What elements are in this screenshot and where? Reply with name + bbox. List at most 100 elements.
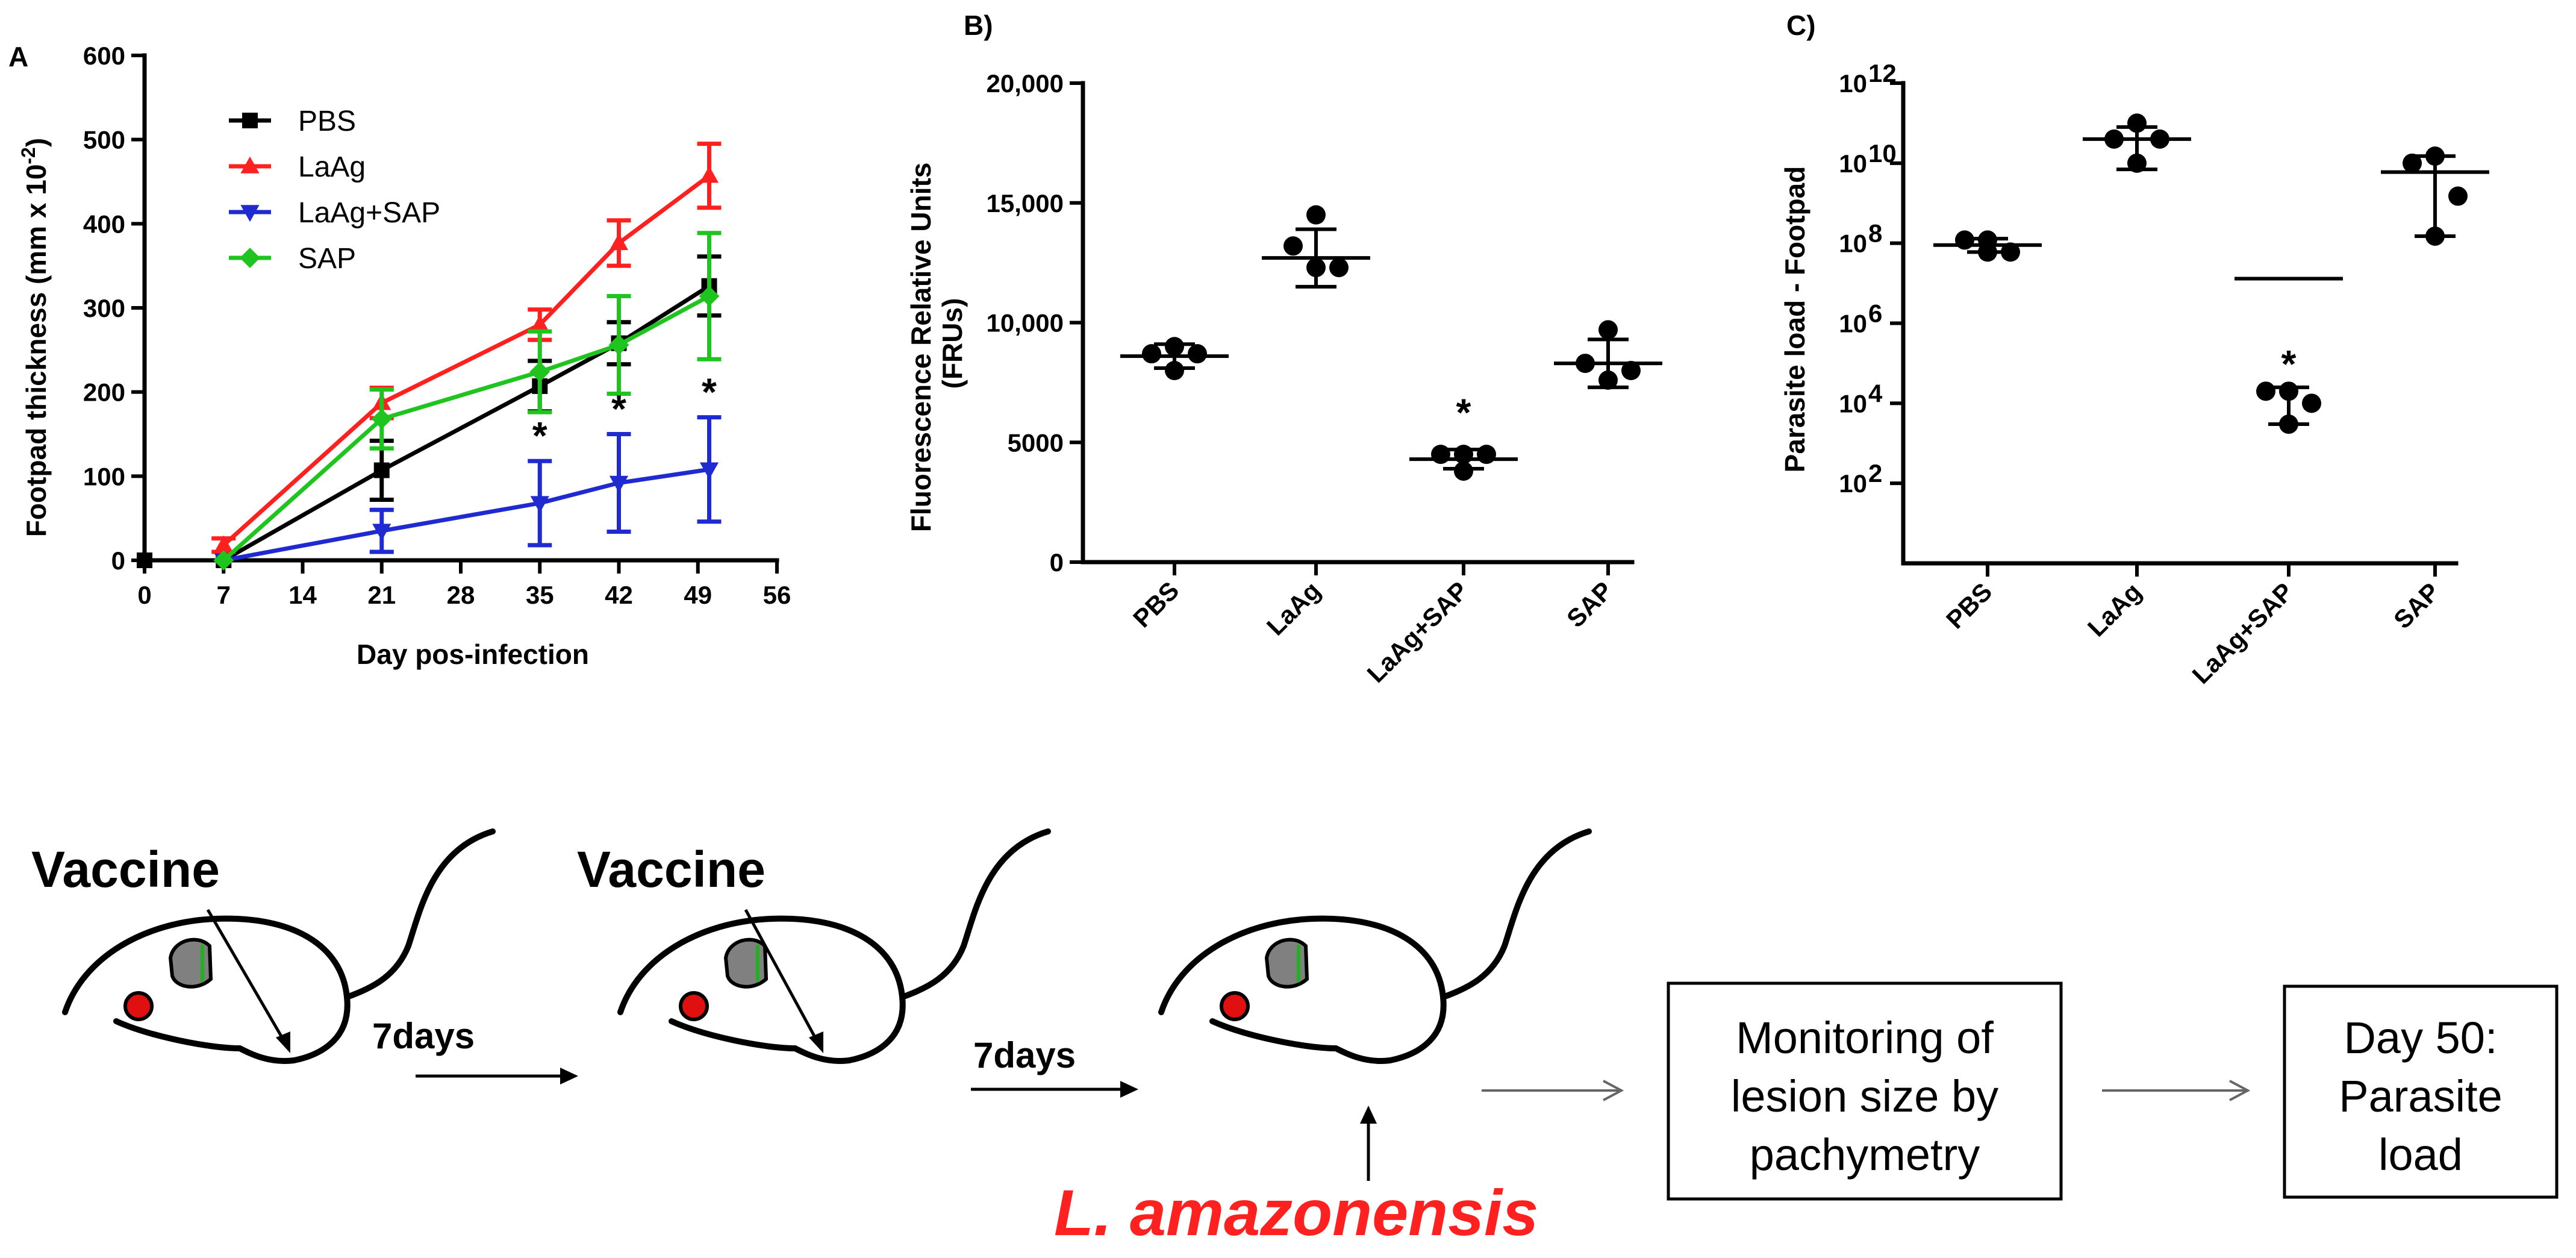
data-point-laag [699,166,719,183]
panel-b-y-tick-label: 0 [1050,548,1064,577]
panel-c-y-tick-base: 10 [1839,389,1867,418]
panel-a-y-axis-label-close: ) [20,138,52,147]
monitoring-box-line3: pachymetry [1750,1130,1980,1180]
panel-c-y-tick-exponent: 8 [1868,219,1882,248]
panel-b-x-tick-label: LaAg+SAP [1361,576,1473,688]
panel-c-y-tick-label: 10 [1839,149,1867,178]
panel-a-y-tick-label: 300 [83,294,125,322]
significance-star: * [532,414,547,457]
panel-a-x-tick-label: 42 [605,581,633,609]
panel-b-data-point [1576,354,1595,374]
panel-c-y-tick-exponent: 2 [1868,459,1882,487]
panel-a-x-tick-label: 21 [367,581,396,609]
panel-a-y-axis-label-exponent: -2 [17,147,39,164]
mouse-drawings [62,828,1592,1064]
panel-b-y-axis-label-line2: (FRUs) [937,298,968,389]
panel-c-data-point [1978,242,1997,262]
panel-b-data-point [1165,337,1184,357]
panel-b-data-point [1431,445,1450,465]
panel-c-y-tick-label: 10 [1839,389,1867,418]
parasite-load-box-line3: load [2378,1130,2463,1180]
panel-a-x-tick-label: 56 [763,581,791,609]
mouse-eye [123,991,154,1021]
legend-marker [240,248,260,268]
mouse-belly [1209,1018,1339,1051]
panel-b-data-point [1283,236,1303,256]
legend-marker [240,156,260,174]
data-point-sap [371,408,392,430]
panel-b-y-axis-label-line1: Fluorescence Relative Units [905,163,937,533]
panel-b-label: B) [964,10,993,41]
data-point-sap [699,286,720,307]
panel-c-data-point [2150,129,2169,149]
panel-a-y-tick-label: 100 [83,462,125,490]
panel-c-y-tick-exponent: 10 [1868,139,1897,167]
monitoring-box-line1: Monitoring of [1736,1013,1994,1063]
panel-c-y-tick-label: 10 [1839,469,1867,498]
panel-a-series: *** [137,142,722,571]
monitoring-box-line2: lesion size by [1731,1071,1998,1121]
arrow-to-monitoring-head [1603,1080,1624,1101]
data-point-pbs [373,462,390,478]
panel-c-y-tick-base: 10 [1839,69,1867,98]
mouse-tail [1440,828,1592,1000]
panel-c-y-tick-base: 10 [1839,149,1867,178]
mouse-tail [899,828,1051,1000]
panel-b-data-point [1165,361,1184,380]
mouse-3 [1158,828,1592,1064]
panel-c-label: C) [1786,10,1816,41]
panel-b-y-tick-label: 20,000 [987,69,1064,98]
panel-a-x-tick-label: 35 [526,581,554,609]
panel-b-x-tick-label: PBS [1127,576,1184,633]
panel-c-data-point [2127,113,2147,133]
panel-c-data-point [2425,146,2445,166]
panel-c-data-point [2279,381,2298,401]
panel-c-data-point [2302,393,2321,413]
experiment-schematic: Vaccine Vaccine 7days 7days L. amazonens… [31,828,2559,1249]
panel-a-y-tick-label: 0 [111,546,125,575]
panel-a-x-tick-label: 28 [447,581,475,609]
vaccine-pointer-head-1 [276,1031,290,1053]
legend-entry-sap: SAP [298,243,356,275]
panel-c-y-tick-label: 10 [1839,230,1867,258]
panel-b-data-point [1454,445,1473,465]
mouse-eye [1220,991,1250,1021]
mouse-belly [113,1018,243,1051]
panel-a-x-tick-label: 14 [288,581,317,609]
panel-c-y-tick-base: 10 [1839,310,1867,338]
panel-b-data-point [1454,461,1473,481]
panel-b-data-point [1306,258,1326,278]
series-line-laag [222,174,711,547]
legend-entry-pbs: PBS [298,105,356,137]
data-point-laag-sap [530,496,549,513]
mouse-1 [62,828,496,1064]
panel-c-data-point [1955,230,1974,250]
panel-b-data-point [1477,445,1496,465]
pathogen-label: L. amazonensis [1054,1176,1538,1249]
panel-c-y-tick-base: 10 [1839,469,1867,498]
vaccine-pointer-head-2 [809,1031,823,1053]
panel-a-y-tick-label: 500 [83,126,125,154]
panel-b-y-tick-label: 5000 [1008,428,1064,457]
panel-a-x-tick-label: 0 [137,581,151,609]
panel-a-x-tick-label: 49 [684,581,712,609]
mouse-2 [617,828,1051,1064]
panel-c-data-point [2448,186,2468,206]
panel-b-data-point [1598,320,1618,340]
panel-b-data-point [1621,361,1641,380]
data-point-sap [529,361,550,383]
panel-b-x-tick-label: LaAg [1261,576,1326,640]
mouse-body [617,915,906,1064]
data-point-sap [213,550,234,571]
panel-b-data-point [1142,344,1161,364]
mouse-body [62,915,351,1064]
monitoring-box [1667,981,2063,1201]
panel-b-data-point [1329,258,1349,278]
panel-b-data-point [1188,344,1207,364]
vaccine-label-1: Vaccine [31,841,220,898]
mouse-eye [679,991,709,1021]
